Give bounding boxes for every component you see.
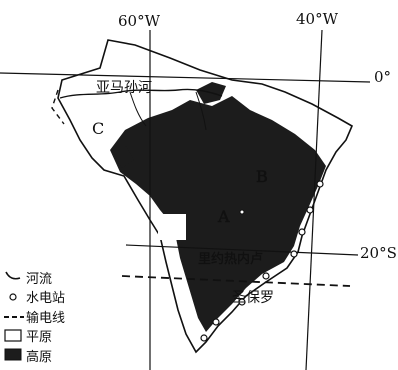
hydropower-station-icon [262, 272, 270, 280]
legend-label-plain: 平原 [26, 330, 52, 345]
legend-label-plateau: 高原 [26, 349, 52, 365]
label-c: C [92, 119, 104, 138]
hydropower-station-icon [290, 250, 298, 258]
parallel-20s [125, 244, 359, 256]
plateau-icon [4, 348, 22, 361]
hydropower-station-icon [200, 334, 208, 342]
hydropower-station-icon [9, 293, 17, 301]
meridian-40w [305, 29, 323, 370]
legend-label-river: 河流 [26, 272, 52, 287]
river-icon [5, 271, 21, 280]
label-a: A [217, 207, 230, 226]
plateau-west-patch [112, 146, 134, 168]
tributary-river [129, 91, 147, 127]
tributary-river [195, 91, 207, 131]
rio-label: 里约热内卢 [198, 251, 263, 267]
hydropower-stations [200, 180, 324, 342]
plain-inset [158, 214, 186, 240]
power-line [51, 89, 65, 125]
legend: 河流 水电站 输电线 平原 高原 [1, 266, 121, 369]
amazon-river-label: 亚马孙河 [96, 80, 152, 96]
legend-label-hydropower: 水电站 [26, 291, 65, 306]
lon-label-60w: 60°W [118, 12, 161, 30]
equator-line [0, 72, 371, 83]
plateau-region [110, 96, 326, 332]
plain-icon [4, 329, 22, 342]
hydropower-station-icon [212, 318, 220, 326]
lat-label-0: 0° [374, 68, 391, 86]
sao-paulo-label: 圣保罗 [232, 290, 274, 306]
hydropower-station-icon [298, 228, 306, 236]
hydropower-station-icon [316, 180, 324, 188]
lon-label-40w: 40°W [296, 10, 339, 28]
hydropower-station-icon [306, 206, 314, 214]
hydropower-station-icon [238, 298, 246, 306]
point-a-marker [239, 209, 245, 215]
legend-label-power-line: 输电线 [26, 310, 65, 326]
label-b: B [256, 167, 268, 186]
lat-label-20s: 20°S [360, 244, 397, 262]
